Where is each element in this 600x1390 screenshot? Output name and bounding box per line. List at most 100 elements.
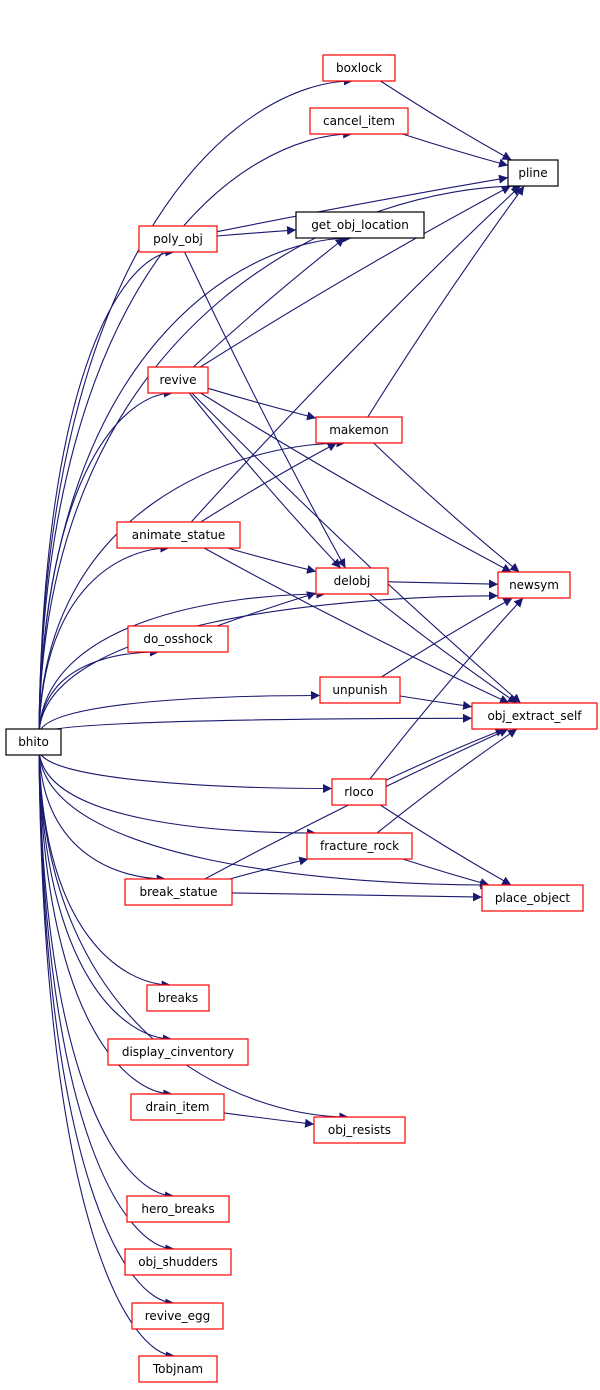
- edge-animate_statue-to-delobj: [227, 547, 317, 574]
- edge-cancel_item-to-pline: [402, 133, 509, 168]
- node-box-newsym: [497, 571, 571, 599]
- node-obj_shudders[interactable]: obj_shudders: [124, 1248, 232, 1276]
- node-bhito[interactable]: bhito: [5, 728, 62, 756]
- edge-bhito-to-poly_obj: [38, 247, 175, 735]
- node-revive[interactable]: revive: [147, 366, 209, 394]
- node-obj_extract_self[interactable]: obj_extract_self: [471, 702, 598, 730]
- node-label-revive_egg: revive_egg: [145, 1309, 211, 1323]
- node-label-animate_statue: animate_statue: [132, 528, 225, 542]
- node-newsym[interactable]: newsym: [497, 571, 571, 599]
- node-label-makemon: makemon: [329, 423, 389, 437]
- node-box-obj_shudders: [124, 1248, 232, 1276]
- edge-bhito-to-unpunish: [38, 691, 321, 735]
- node-breaks[interactable]: breaks: [146, 984, 210, 1012]
- node-box-breaks: [146, 984, 210, 1012]
- edge-revive-to-makemon: [207, 387, 317, 421]
- node-box-bhito: [5, 728, 62, 756]
- node-box-obj_extract_self: [471, 702, 598, 730]
- edge-bhito-to-Tobjnam: [38, 749, 176, 1361]
- node-place_object[interactable]: place_object: [481, 884, 584, 912]
- node-box-unpunish: [319, 676, 401, 704]
- node-box-place_object: [481, 884, 584, 912]
- node-label-break_statue: break_statue: [140, 885, 218, 899]
- edge-break_statue-to-fracture_rock: [229, 856, 309, 880]
- edge-bhito-to-drain_item: [38, 749, 173, 1099]
- node-obj_resists[interactable]: obj_resists: [313, 1116, 406, 1144]
- node-box-hero_breaks: [126, 1195, 230, 1223]
- node-makemon[interactable]: makemon: [315, 416, 403, 444]
- node-label-breaks: breaks: [158, 991, 198, 1005]
- edge-delobj-to-obj_extract_self: [369, 593, 518, 704]
- node-box-poly_obj: [138, 225, 218, 253]
- edge-makemon-to-newsym: [373, 442, 520, 573]
- edge-bhito-to-rloco: [38, 749, 333, 793]
- edge-bhito-to-revive: [38, 388, 173, 735]
- node-label-delobj: delobj: [334, 574, 371, 588]
- node-label-newsym: newsym: [509, 578, 559, 592]
- node-box-drain_item: [130, 1093, 225, 1121]
- edge-bhito-to-cancel_item: [38, 129, 353, 735]
- edge-animate_statue-to-obj_extract_self: [203, 547, 510, 704]
- edge-drain_item-to-obj_resists: [223, 1112, 315, 1128]
- edge-revive-to-newsym: [200, 392, 512, 573]
- node-label-unpunish: unpunish: [332, 683, 387, 697]
- node-rloco[interactable]: rloco: [331, 778, 387, 806]
- node-revive_egg[interactable]: revive_egg: [131, 1302, 224, 1330]
- node-display_cinventory[interactable]: display_cinventory: [107, 1038, 249, 1066]
- edge-fracture_rock-to-place_object: [402, 858, 490, 887]
- edge-unpunish-to-newsym: [381, 597, 513, 678]
- node-label-rloco: rloco: [344, 785, 374, 799]
- edge-animate_statue-to-pline: [190, 185, 521, 523]
- node-animate_statue[interactable]: animate_statue: [116, 521, 241, 549]
- edge-bhito-to-hero_breaks: [38, 749, 175, 1201]
- node-cancel_item[interactable]: cancel_item: [309, 107, 409, 135]
- edge-poly_obj-to-pline: [216, 174, 509, 233]
- node-fracture_rock[interactable]: fracture_rock: [306, 832, 413, 860]
- node-do_osshock[interactable]: do_osshock: [127, 625, 229, 653]
- node-label-Tobjnam: Tobjnam: [152, 1362, 203, 1376]
- node-pline[interactable]: pline: [507, 159, 559, 187]
- node-box-obj_resists: [313, 1116, 406, 1144]
- node-label-cancel_item: cancel_item: [323, 114, 395, 128]
- edge-bhito-to-break_statue: [38, 749, 166, 884]
- call-edges: [38, 76, 525, 1361]
- edge-poly_obj-to-delobj: [184, 251, 346, 569]
- node-box-rloco: [331, 778, 387, 806]
- node-label-revive: revive: [160, 373, 197, 387]
- node-hero_breaks[interactable]: hero_breaks: [126, 1195, 230, 1223]
- edge-bhito-to-boxlock: [38, 76, 353, 735]
- node-label-place_object: place_object: [495, 891, 571, 905]
- node-box-Tobjnam: [138, 1355, 218, 1383]
- edge-animate_statue-to-makemon: [200, 442, 337, 523]
- node-Tobjnam[interactable]: Tobjnam: [138, 1355, 218, 1383]
- edge-delobj-to-newsym: [387, 579, 499, 589]
- node-break_statue[interactable]: break_statue: [124, 878, 233, 906]
- node-get_obj_location[interactable]: get_obj_location: [295, 211, 425, 239]
- edge-revive-to-delobj: [188, 392, 342, 569]
- edge-bhito-to-do_osshock: [38, 647, 160, 735]
- edge-rloco-to-obj_extract_self: [385, 728, 505, 781]
- node-box-break_statue: [124, 878, 233, 906]
- node-drain_item[interactable]: drain_item: [130, 1093, 225, 1121]
- node-label-bhito: bhito: [18, 735, 49, 749]
- node-box-fracture_rock: [306, 832, 413, 860]
- node-label-do_osshock: do_osshock: [143, 632, 212, 646]
- node-box-makemon: [315, 416, 403, 444]
- edge-bhito-to-pline: [38, 181, 522, 735]
- node-label-obj_extract_self: obj_extract_self: [487, 709, 582, 723]
- node-delobj[interactable]: delobj: [315, 567, 389, 595]
- node-box-do_osshock: [127, 625, 229, 653]
- node-boxlock[interactable]: boxlock: [322, 54, 396, 82]
- edge-bhito-to-display_cinventory: [38, 749, 173, 1044]
- edge-bhito-to-obj_shudders: [38, 749, 175, 1254]
- edge-bhito-to-revive_egg: [38, 749, 175, 1308]
- node-unpunish[interactable]: unpunish: [319, 676, 401, 704]
- node-box-cancel_item: [309, 107, 409, 135]
- edge-bhito-to-animate_statue: [38, 543, 170, 735]
- edge-bhito-to-makemon: [38, 438, 346, 735]
- node-label-poly_obj: poly_obj: [153, 232, 203, 246]
- edge-bhito-to-delobj: [38, 589, 326, 735]
- node-box-revive_egg: [131, 1302, 224, 1330]
- node-poly_obj[interactable]: poly_obj: [138, 225, 218, 253]
